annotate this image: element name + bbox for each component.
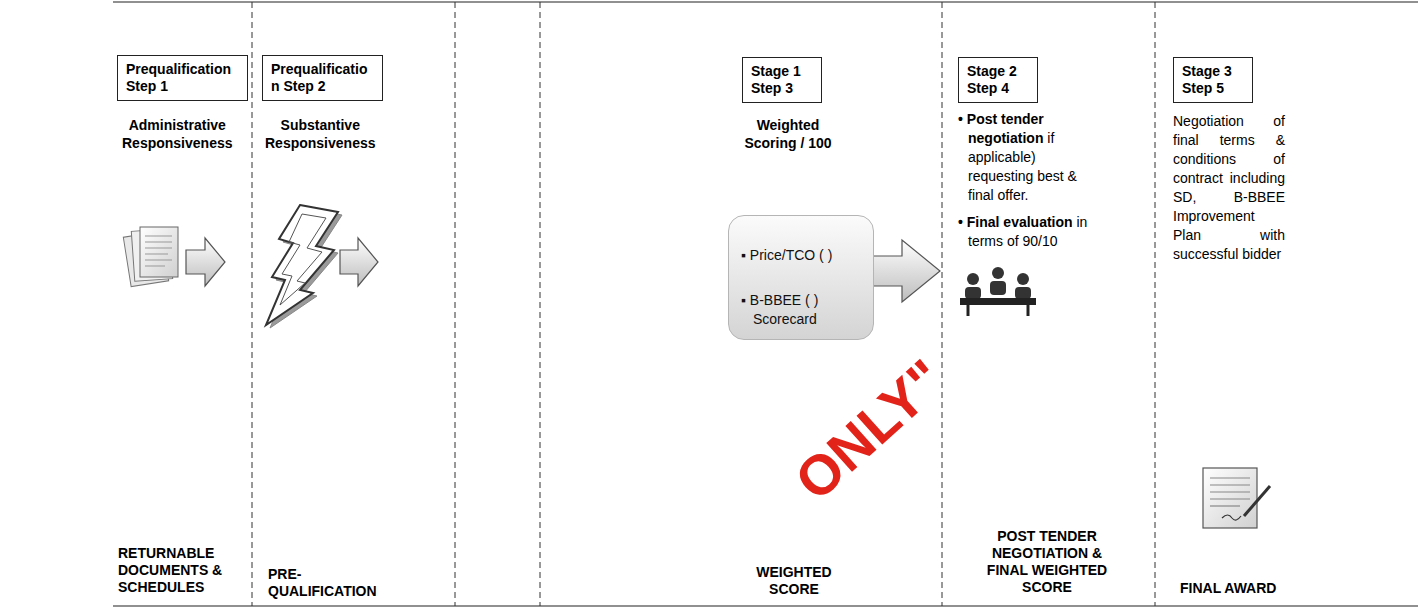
paper-lines (145, 236, 172, 266)
frame-line (113, 1, 1418, 2)
table-top (960, 298, 1036, 305)
person-body (1015, 287, 1031, 299)
column-separator (252, 2, 253, 606)
person-head (967, 273, 979, 285)
box-title: Prequalificatio n Step 2 (271, 61, 367, 95)
block-arrow (340, 238, 378, 286)
step-box: Stage 2 Step 4 (958, 57, 1038, 103)
bullet-item: • Post tender negotiationif applicable) … (958, 110, 1103, 205)
lightning-icon (266, 205, 342, 328)
column-caption: FINAL AWARD (1180, 580, 1276, 597)
watermark: ONLY" (786, 350, 955, 510)
documents-icon (123, 227, 178, 287)
bullet-heading: • Final evaluation (958, 214, 1073, 230)
table-leg (967, 305, 970, 316)
paper-sheet (140, 227, 178, 277)
box-title: Stage 1 Step 3 (751, 63, 813, 97)
column-separator (540, 2, 541, 606)
meeting-icon (960, 267, 1036, 316)
column-caption: PRE- QUALIFICATION (268, 566, 377, 600)
person-body (990, 281, 1006, 295)
document-lines (1210, 478, 1250, 506)
column-heading: Weighted Scoring / 100 (733, 116, 843, 152)
step-box: Stage 1 Step 3 (742, 57, 822, 103)
person-body (965, 287, 981, 299)
bullet-item: • Final evaluationin terms of 90/10 (958, 213, 1103, 251)
step-box: Prequalificatio n Step 2 (262, 55, 383, 101)
column-separators (252, 2, 1155, 606)
column-caption: RETURNABLE DOCUMENTS & SCHEDULES (118, 545, 236, 596)
table-leg (1027, 305, 1030, 316)
person-head (992, 267, 1004, 279)
block-arrow (186, 238, 225, 286)
document-sheet (1203, 468, 1257, 528)
column-caption: WEIGHTED SCORE (734, 564, 854, 598)
box-title: Stage 2 Step 4 (967, 63, 1029, 97)
column-heading: Administrative Responsiveness (122, 116, 233, 152)
bullet-heading: • Post tender negotiation (958, 111, 1044, 146)
person-head (1017, 273, 1029, 285)
lightning-bolt (266, 205, 338, 325)
column-separator (942, 2, 943, 606)
column-separator (455, 2, 456, 606)
column-caption: POST TENDER NEGOTIATION & FINAL WEIGHTED… (982, 528, 1112, 596)
box-title: Prequalification Step 1 (126, 61, 231, 95)
frame-line (113, 605, 1418, 606)
score-card: ▪ Price/TCO ( ) ▪ B-BBEE ( ) Scorecard (728, 215, 874, 340)
box-title: Stage 3 Step 5 (1182, 63, 1244, 97)
description-text: Negotiation of final terms & conditions … (1173, 112, 1285, 264)
signature (1222, 515, 1241, 520)
column-heading: Substantive Responsiveness (265, 116, 376, 152)
step-box: Stage 3 Step 5 (1173, 57, 1253, 103)
pen (1244, 486, 1270, 516)
card-item: ▪ Price/TCO ( ) (741, 246, 863, 265)
card-item: ▪ B-BBEE ( ) Scorecard (741, 291, 863, 329)
column-separator (1155, 2, 1156, 606)
lightning-inner (280, 214, 326, 305)
step-box: Prequalification Step 1 (117, 55, 248, 101)
signed-document-icon (1203, 468, 1270, 528)
